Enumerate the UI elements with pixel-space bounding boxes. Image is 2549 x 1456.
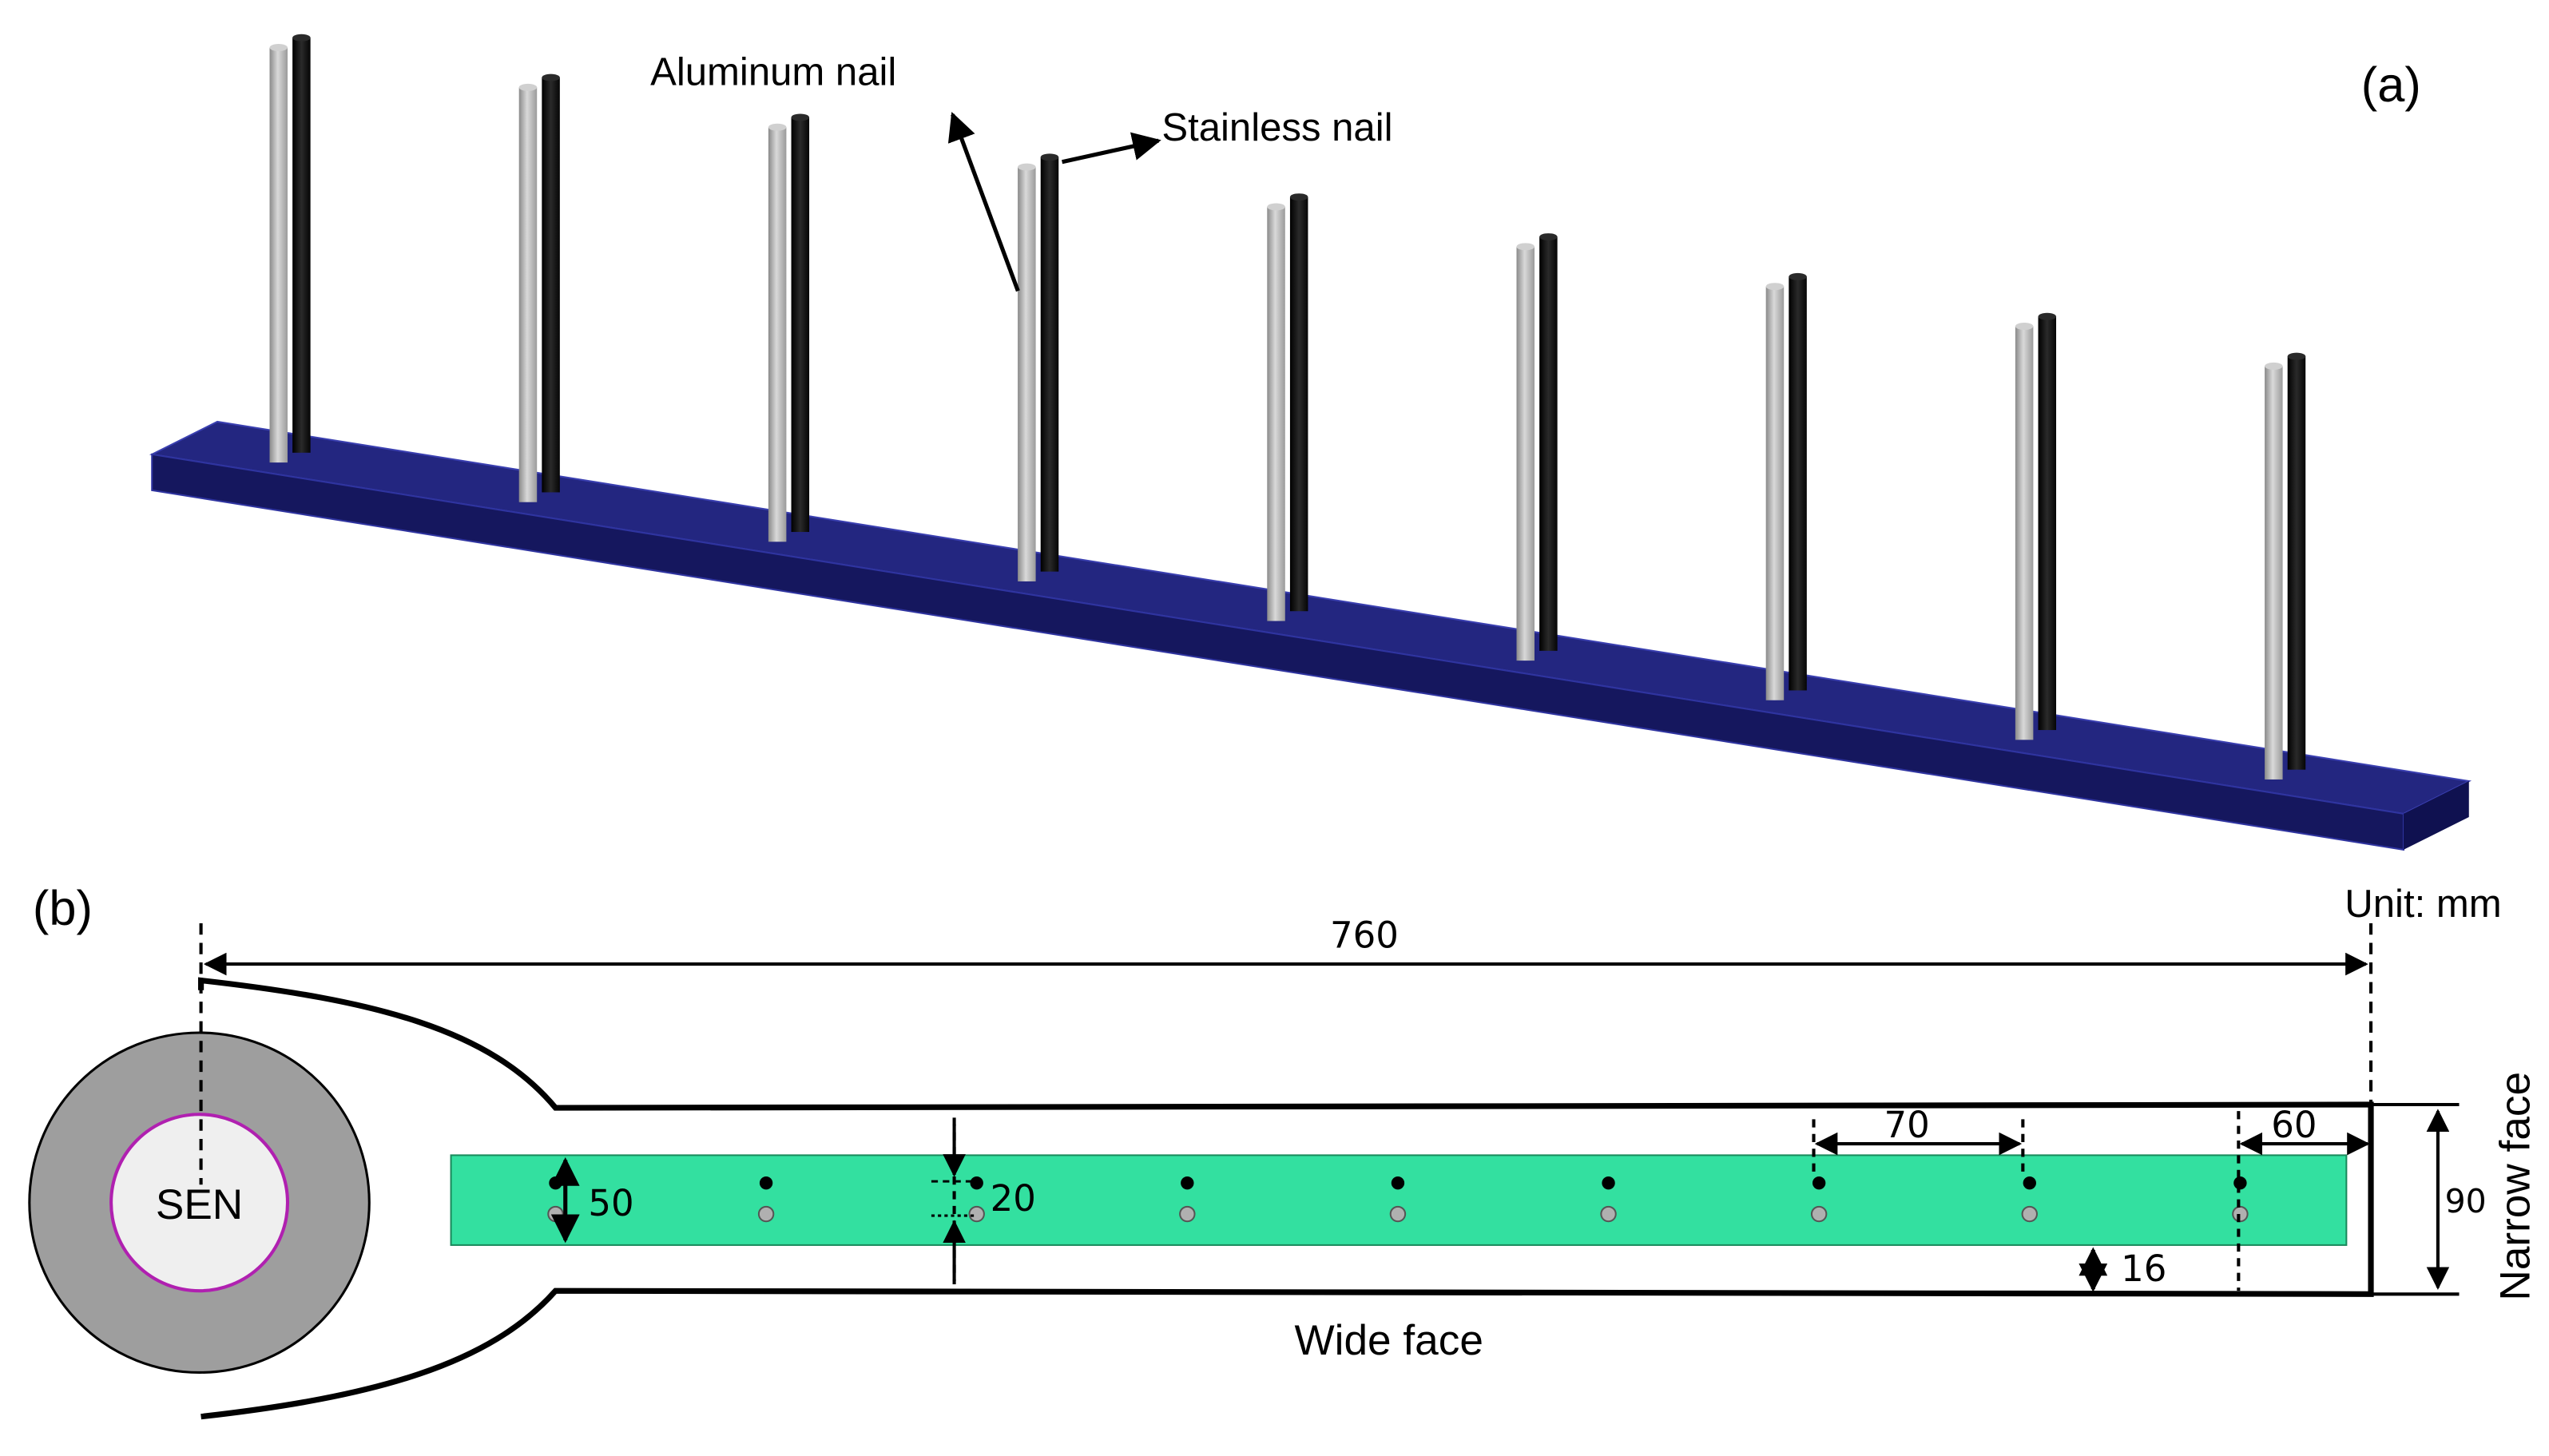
dim-50-label: 50 [588, 1182, 633, 1224]
narrow-face-label: Narrow face [2491, 1072, 2539, 1301]
bar-top-face [149, 420, 2472, 815]
sen-label: SEN [156, 1181, 243, 1228]
stainless-nail-dot [549, 1176, 562, 1190]
stainless-nail-dot [1391, 1176, 1405, 1190]
stainless-nail-dot [2023, 1176, 2036, 1190]
stainless-nail-cap [542, 73, 560, 81]
aluminum-nail [269, 47, 288, 463]
panel-a: (a) Aluminum nail Stainless nail [149, 34, 2472, 851]
panel-b: (b) Unit: mm SEN 760 70 60 90 [28, 881, 2539, 1420]
nail-pairs [269, 34, 2306, 780]
stainless-nail-dot [1602, 1176, 1615, 1190]
aluminum-nail-dot [1600, 1205, 1617, 1223]
aluminum-nail-dot [1389, 1205, 1407, 1223]
aluminum-nail-cap [1516, 243, 1535, 251]
bar-end-face [2403, 780, 2469, 850]
aluminum-nail-dot [757, 1205, 775, 1223]
stainless-nail [2038, 316, 2057, 731]
stainless-nail-dot [970, 1176, 983, 1190]
aluminum-nail [1516, 246, 1535, 661]
stainless-leader-arrow [1062, 132, 1161, 165]
aluminum-leader-arrow [947, 112, 1020, 292]
aluminum-nail-cap [269, 44, 288, 52]
panel-b-label: (b) [33, 881, 93, 936]
aluminum-nail-cap [518, 83, 538, 91]
stainless-nail-cap [2287, 352, 2306, 360]
sen-inner-circle [109, 1113, 290, 1293]
stainless-nail-cap [791, 113, 810, 121]
aluminum-nail [768, 127, 787, 542]
aluminum-nail-dot [968, 1205, 985, 1223]
aluminum-nail [2265, 366, 2283, 780]
stainless-nail-dot [759, 1176, 773, 1190]
stainless-nail [791, 117, 810, 533]
dim-60-label: 60 [2271, 1104, 2317, 1146]
stainless-nail [292, 38, 311, 453]
aluminum-nail-cap [1765, 283, 1785, 291]
wide-face-label: Wide face [1294, 1317, 1483, 1364]
aluminum-nail-dot [547, 1205, 564, 1223]
stainless-nail-cap [1289, 193, 1308, 201]
aluminum-nail-dot [2021, 1205, 2039, 1223]
aluminum-nail [1267, 206, 1285, 621]
stainless-nail-cap [1789, 272, 1807, 280]
aluminum-nail-cap [2015, 323, 2034, 331]
dim-760-label: 760 [1330, 914, 1399, 957]
aluminum-nail [2015, 326, 2034, 740]
aluminum-nail-dot [1179, 1205, 1196, 1223]
dim-70-label: 70 [1884, 1104, 1929, 1146]
dim-90-label: 90 [2445, 1182, 2487, 1220]
panel-a-label: (a) [2361, 58, 2421, 113]
stainless-nail [1539, 236, 1558, 651]
dim-16-label: 16 [2121, 1248, 2166, 1290]
stainless-nail-cap [1539, 233, 1558, 241]
aluminum-nail-dot [1810, 1205, 1828, 1223]
stainless-nail-label: Stainless nail [1161, 106, 1392, 149]
aluminum-nail-cap [1267, 203, 1285, 211]
aluminum-nail-cap [768, 123, 787, 131]
stainless-nail-dot [1181, 1176, 1194, 1190]
sensor-strip [450, 1154, 2348, 1246]
unit-label: Unit: mm [2345, 883, 2501, 926]
aluminum-nail-cap [1018, 163, 1036, 171]
aluminum-nail [1765, 286, 1785, 700]
aluminum-nail [1018, 167, 1036, 581]
stainless-nail-cap [1040, 153, 1059, 161]
dim-20-label: 20 [991, 1177, 1036, 1220]
stainless-nail [1040, 157, 1059, 572]
stainless-nail [542, 77, 560, 493]
stainless-nail [1789, 276, 1807, 691]
stainless-nail-dot [1812, 1176, 1826, 1190]
stainless-nail-cap [292, 34, 311, 42]
aluminum-nail-cap [2265, 362, 2283, 370]
stainless-nail-cap [2038, 312, 2057, 320]
stainless-nail [1289, 196, 1308, 612]
aluminum-nail [518, 87, 538, 502]
stainless-nail [2287, 356, 2306, 770]
aluminum-nail-label: Aluminum nail [650, 51, 896, 94]
